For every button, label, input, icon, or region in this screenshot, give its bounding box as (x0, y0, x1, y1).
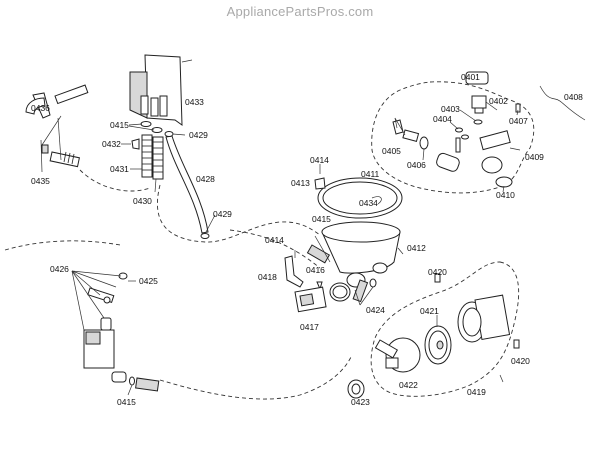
label-0412[interactable]: 0412 (407, 243, 426, 253)
part-0415-o-rings-top[interactable] (140, 121, 163, 133)
label-0405[interactable]: 0405 (382, 146, 401, 156)
hose-path-bottom (159, 354, 353, 400)
label-0411[interactable]: 0411 (361, 169, 380, 179)
part-0435-clip[interactable] (41, 144, 49, 154)
label-0406[interactable]: 0406 (407, 160, 426, 170)
part-0430-corrugated-hose[interactable] (152, 136, 164, 180)
label-0415-top[interactable]: 0415 (110, 120, 129, 130)
part-0416-screw[interactable] (316, 281, 323, 291)
leader-lines (40, 59, 521, 396)
label-0407[interactable]: 0407 (509, 116, 528, 126)
label-0436[interactable]: 0436 (31, 103, 50, 113)
label-0402[interactable]: 0402 (489, 96, 508, 106)
label-0428[interactable]: 0428 (196, 174, 215, 184)
part-0426-valve-body[interactable] (83, 329, 127, 383)
part-0429-clamp-bottom[interactable] (200, 233, 210, 239)
label-0432[interactable]: 0432 (102, 139, 121, 149)
label-0413[interactable]: 0413 (291, 178, 310, 188)
part-0434-clip[interactable] (371, 196, 382, 205)
label-0429-bottom[interactable]: 0429 (213, 209, 232, 219)
part-0426-cap[interactable] (100, 317, 112, 331)
part-0401-cover[interactable] (465, 71, 489, 85)
label-0410[interactable]: 0410 (496, 190, 515, 200)
part-0404-o-rings[interactable] (455, 127, 469, 140)
label-0414-mid[interactable]: 0414 (265, 235, 284, 245)
label-0423[interactable]: 0423 (351, 397, 370, 407)
label-0434[interactable]: 0434 (359, 198, 378, 208)
hose-path-sump (229, 229, 321, 269)
label-0426[interactable]: 0426 (50, 264, 69, 274)
part-0421-impeller-housing[interactable] (424, 325, 452, 365)
label-0414-top[interactable]: 0414 (310, 155, 329, 165)
part-0435-hose-end[interactable] (49, 151, 80, 168)
part-0432-clip[interactable] (131, 138, 140, 150)
part-0420-clip-right[interactable] (513, 339, 520, 349)
label-0401[interactable]: 0401 (461, 72, 480, 82)
part-0411-gasket-ring[interactable] (317, 177, 403, 219)
part-0420-clip-top[interactable] (434, 273, 441, 283)
part-0406-o-ring[interactable] (419, 136, 429, 150)
part-0405-sensor[interactable] (392, 119, 420, 142)
label-0420-right[interactable]: 0420 (511, 356, 530, 366)
part-0417-pump-motor[interactable] (294, 286, 327, 313)
label-0435[interactable]: 0435 (31, 176, 50, 186)
part-0431-corrugated-hose[interactable] (141, 134, 153, 178)
part-0428-hose[interactable] (165, 135, 209, 234)
part-0423-seal[interactable] (347, 379, 365, 399)
label-0415-bottom[interactable]: 0415 (117, 397, 136, 407)
hose-path-0430 (156, 184, 321, 243)
watermark: AppliancePartsPros.com (226, 4, 374, 19)
part-0415-corrugated-fitting[interactable] (135, 377, 160, 392)
label-0424[interactable]: 0424 (366, 305, 385, 315)
label-0420-top[interactable]: 0420 (428, 267, 447, 277)
part-0415-hose-spring[interactable] (306, 244, 331, 264)
label-0433[interactable]: 0433 (185, 97, 204, 107)
part-0415-o-ring-bottom[interactable] (129, 376, 135, 386)
label-0415-sump[interactable]: 0415 (312, 214, 331, 224)
label-0418[interactable]: 0418 (258, 272, 277, 282)
part-0409-valve-body[interactable] (435, 130, 511, 174)
part-0433-manifold[interactable] (129, 54, 183, 126)
label-0422[interactable]: 0422 (399, 380, 418, 390)
assembly-outline-0409 (371, 81, 535, 194)
label-0419[interactable]: 0419 (467, 387, 486, 397)
part-0408-wire[interactable] (539, 85, 586, 121)
part-0412-sump[interactable] (321, 221, 401, 288)
part-0436-elbow-hose[interactable] (25, 84, 89, 119)
label-0421[interactable]: 0421 (420, 306, 439, 316)
part-0424-seal-ring[interactable] (329, 282, 351, 302)
label-0425[interactable]: 0425 (139, 276, 158, 286)
label-0416[interactable]: 0416 (306, 265, 325, 275)
part-0410-clamp[interactable] (495, 176, 513, 188)
part-0402-valve[interactable] (471, 95, 487, 114)
part-labels: 0401 0402 0403 0404 0405 0406 0407 0408 … (31, 72, 583, 407)
hose-path-0435 (79, 169, 151, 192)
label-0404[interactable]: 0404 (433, 114, 452, 124)
assembly-outline-0419 (370, 261, 520, 397)
label-0408[interactable]: 0408 (564, 92, 583, 102)
part-0407-clip[interactable] (515, 103, 521, 113)
label-0429-top[interactable]: 0429 (189, 130, 208, 140)
label-0409[interactable]: 0409 (525, 152, 544, 162)
part-0426-lever[interactable] (87, 287, 115, 304)
part-0413-bracket[interactable] (314, 177, 326, 190)
part-0419-motor[interactable] (457, 294, 511, 343)
hose-path-left (4, 240, 121, 251)
label-0417[interactable]: 0417 (300, 322, 319, 332)
label-0403[interactable]: 0403 (441, 104, 460, 114)
label-0430[interactable]: 0430 (133, 196, 152, 206)
part-0422-pump-cover[interactable] (374, 337, 421, 373)
part-0418-bracket[interactable] (284, 255, 304, 288)
part-0429-clamp-top[interactable] (164, 131, 174, 137)
label-0431[interactable]: 0431 (110, 164, 129, 174)
